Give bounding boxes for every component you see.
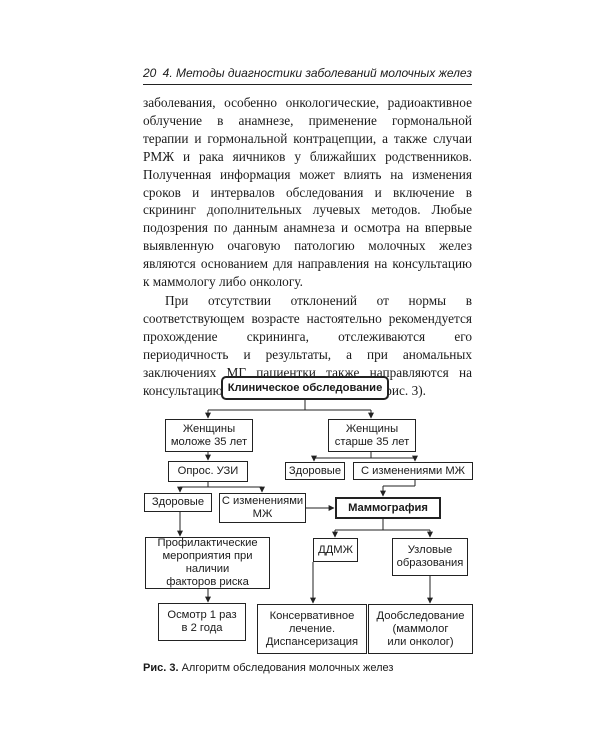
paragraph-1: заболевания, особенно онкологические, ра…: [143, 95, 472, 290]
mammography-box: Маммография: [335, 497, 441, 519]
figure-caption: Рис. 3. Алгоритм обследования молочных ж…: [143, 662, 473, 674]
additional-exam-box: Дообследование (маммолог или онколог): [368, 604, 473, 654]
header-rule: [143, 84, 472, 85]
caption-text: Алгоритм обследования молочных желез: [181, 662, 394, 674]
survey-us-box: Опрос. УЗИ: [168, 461, 248, 482]
prevention-box: Профилактические мероприятия при наличии…: [145, 537, 270, 589]
women-over-35-box: Женщины старше 35 лет: [328, 419, 416, 452]
page-number: 20: [143, 66, 157, 80]
chapter-title: 4. Методы диагностики заболеваний молочн…: [162, 66, 472, 80]
nodules-box: Узловые образования: [392, 538, 468, 576]
healthy-right-box: Здоровые: [285, 462, 345, 480]
body-text: заболевания, особенно онкологические, ра…: [143, 94, 472, 399]
running-header: 20 4. Методы диагностики заболеваний мол…: [143, 66, 472, 86]
healthy-left-box: Здоровые: [144, 493, 212, 512]
changes-left-box: С изменениями МЖ: [219, 493, 306, 523]
conservative-treatment-box: Консервативное лечение. Диспансеризация: [257, 604, 367, 654]
caption-label: Рис. 3.: [143, 662, 179, 674]
clinical-exam-box: Клиническое обследование: [221, 376, 389, 400]
changes-right-box: С изменениями МЖ: [353, 462, 473, 480]
ddmzh-box: ДДМЖ: [313, 538, 358, 562]
exam-every-2-years-box: Осмотр 1 раз в 2 года: [158, 603, 246, 641]
women-under-35-box: Женщины моложе 35 лет: [165, 419, 253, 452]
